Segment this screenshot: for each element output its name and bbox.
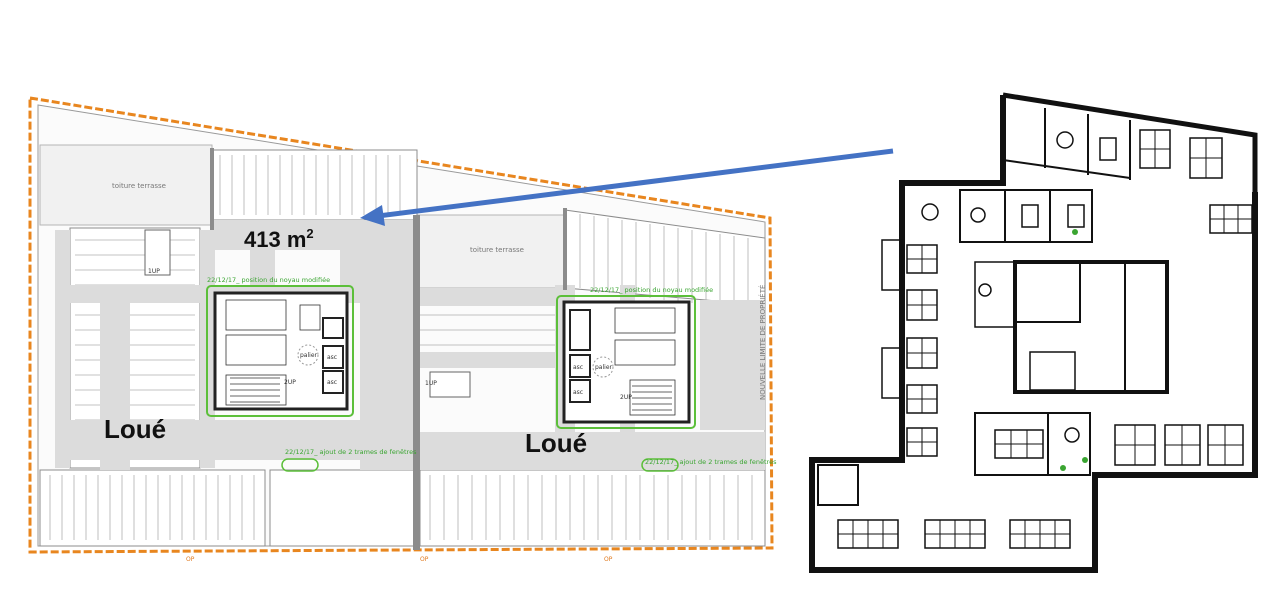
meeting-tables [921, 131, 1117, 443]
wall-left-vertical [210, 148, 214, 230]
landing-label-2: palier [595, 364, 613, 371]
op-label-1: OP [186, 556, 195, 563]
office-strip-north [211, 149, 418, 221]
terrace-label-1: toiture terrasse [112, 182, 166, 190]
central-wall [413, 215, 420, 550]
office-strip-south-left [39, 469, 266, 547]
rented-label-left: Loué [104, 414, 166, 444]
pointer-arrow [360, 148, 894, 226]
lift-label-3: asc [573, 364, 583, 371]
lift-label-1: asc [327, 354, 337, 361]
desk-dividers [838, 130, 1252, 548]
plants [1060, 229, 1088, 471]
terrace-label-2: toiture terrasse [470, 246, 524, 254]
terrace-left [39, 144, 213, 226]
stair-label-2: 2UP [620, 394, 632, 401]
window-note-1: 22/12/17_ ajout de 2 trames de fenêtres [285, 448, 417, 456]
right-floor-plan [809, 92, 1258, 573]
office-strip-south-mid [269, 469, 416, 547]
small-stair-2 [429, 371, 471, 398]
op-label-2: OP [420, 556, 429, 563]
area-label: 413 m2 [244, 226, 314, 252]
up-label-1: 1UP [148, 268, 160, 275]
lift-label-2: asc [327, 379, 337, 386]
core-right: palier asc asc 2UP 22/12/17_ position du… [556, 286, 713, 429]
stair-label-1: 2UP [284, 379, 296, 386]
window-additions [281, 458, 679, 472]
wall-right-vertical [563, 208, 567, 290]
landing-label-1: palier [300, 352, 318, 359]
core-note-1: 22/12/17_ position du noyau modifiée [207, 276, 330, 284]
small-stair-1 [144, 229, 171, 276]
left-floor-plan: toiture terrasse toiture terrasse [28, 96, 777, 563]
core-left: palier asc asc 2UP 22/12/17_ position du… [206, 276, 354, 417]
window-note-2: 22/12/17_ ajout de 2 trames de fenêtres [645, 458, 777, 466]
lift-label-4: asc [573, 389, 583, 396]
property-boundary [28, 96, 774, 554]
core-note-2: 22/12/17_ position du noyau modifiée [590, 286, 713, 294]
office-strip-south-right [419, 469, 766, 547]
window-mullions [49, 155, 753, 540]
rented-label-right: Loué [525, 428, 587, 458]
up-label-2: 1UP [425, 380, 437, 387]
property-limit-note: NOUVELLE LIMITE DE PROPRIÉTÉ [758, 285, 767, 400]
op-label-3: OP [604, 556, 613, 563]
